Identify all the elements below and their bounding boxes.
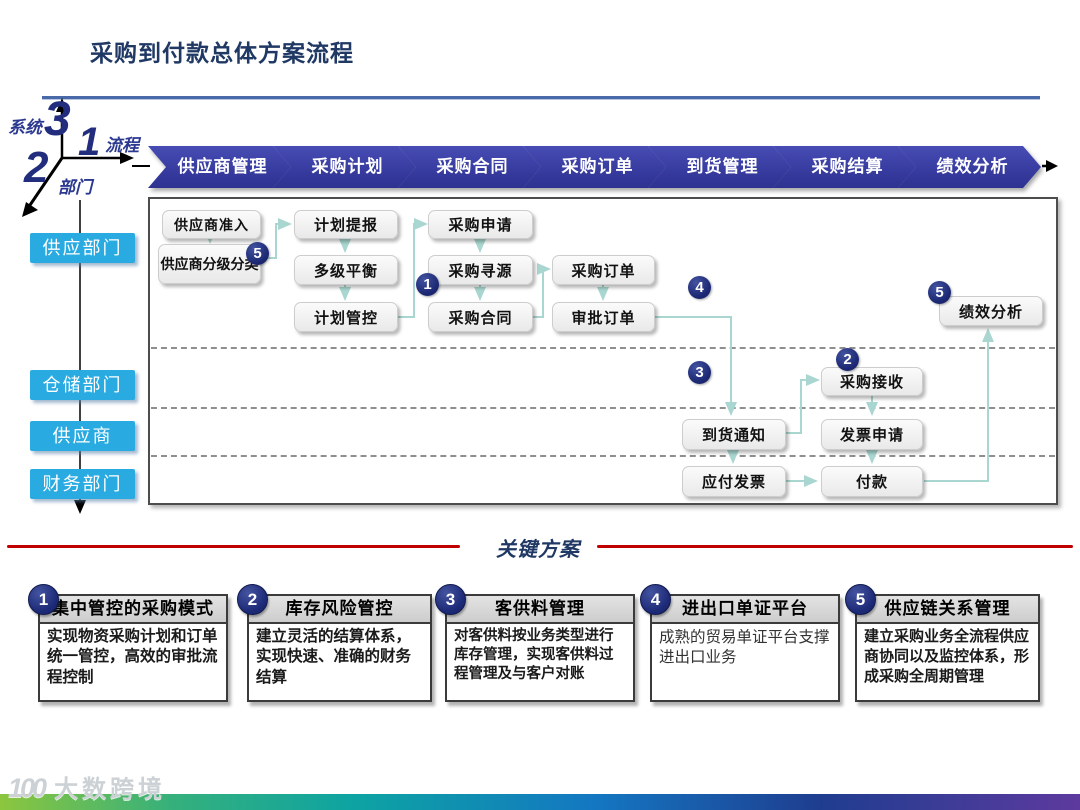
bottom-gradient-bar [0, 794, 1080, 810]
flow-node-purchase-request: 采购申请 [428, 210, 533, 239]
card-title: 供应链关系管理 [857, 596, 1038, 624]
solution-card-3: 3 客供料管理 对客供料按业务类型进行库存管理，实现客供料过程管理及与客户对账 [435, 584, 635, 702]
card-title: 客供料管理 [447, 596, 633, 624]
chevron-performance-analysis: 绩效分析 [898, 146, 1041, 188]
key-solutions-heading: 关键方案 [496, 539, 580, 561]
solution-card-1: 1 集中管控的采购模式 实现物资采购计划和订单统一管控，高效的审批流程控制 [28, 584, 228, 702]
page-title: 采购到付款总体方案流程 [90, 40, 354, 66]
solution-card-5: 5 供应链关系管理 建立采购业务全流程供应商协同以及监控体系，形成采购全周期管理 [845, 584, 1040, 702]
brand-watermark: 100 大数跨境 [8, 769, 166, 804]
flow-node-payment: 付款 [821, 466, 923, 497]
key-heading-line-left [7, 545, 460, 548]
dept-supplier: 供应商 [30, 421, 135, 451]
axis-number-3: 3 [44, 93, 71, 146]
process-canvas [148, 197, 1058, 505]
brand-name: 大数跨境 [54, 776, 167, 803]
flow-node-invoice-request: 发票申请 [821, 419, 923, 450]
card-body: 实现物资采购计划和订单统一管控，高效的审批流程控制 [47, 628, 218, 686]
flow-node-supplier-access: 供应商准入 [162, 210, 261, 239]
solution-card-4: 4 进出口单证平台 成熟的贸易单证平台支撑进出口业务 [640, 584, 840, 702]
dept-supply: 供应部门 [30, 233, 135, 263]
flow-node-purchase-receiving: 采购接收 [821, 367, 923, 396]
chevron-arrival-management: 到货管理 [648, 146, 791, 188]
badge-2-receiving: 2 [836, 348, 859, 371]
key-heading-line-right [597, 545, 1073, 548]
dept-finance: 财务部门 [30, 469, 135, 499]
swimlane-divider [151, 407, 1055, 409]
flow-node-arrival-notice: 到货通知 [682, 419, 786, 450]
badge-3-warehouse: 3 [688, 361, 711, 384]
badge-1-sourcing: 1 [416, 273, 439, 296]
card-title: 集中管控的采购模式 [40, 596, 226, 624]
flow-node-plan-submission: 计划提报 [294, 210, 398, 239]
flow-node-order-approval: 审批订单 [552, 302, 655, 332]
card-body: 建立采购业务全流程供应商协同以及监控体系，形成采购全周期管理 [864, 628, 1030, 685]
brand-logo-icon: 100 [8, 773, 47, 803]
axis-label-system: 系统 [8, 118, 42, 137]
solution-card-2: 2 库存风险管控 建立灵活的结算体系，实现快速、准确的财务结算 [237, 584, 432, 702]
title-underline [42, 96, 1040, 99]
chevron-purchase-plan: 采购计划 [273, 146, 416, 188]
swimlane-divider [151, 455, 1055, 457]
card-number-badge: 5 [845, 584, 876, 615]
card-body: 对客供料按业务类型进行库存管理，实现客供料过程管理及与客户对账 [454, 628, 614, 683]
swimlane-divider [151, 347, 1055, 349]
card-title: 库存风险管控 [249, 596, 430, 624]
badge-5-performance: 5 [928, 281, 951, 304]
flow-node-purchase-contract: 采购合同 [428, 302, 533, 332]
chevron-purchase-settlement: 采购结算 [773, 146, 916, 188]
flow-node-plan-control: 计划管控 [294, 302, 398, 332]
chevron-purchase-order: 采购订单 [523, 146, 666, 188]
axis-label-dept: 部门 [58, 178, 92, 197]
axis-number-1: 1 [78, 120, 101, 164]
chevron-purchase-contract: 采购合同 [398, 146, 541, 188]
card-number-badge: 2 [237, 584, 268, 615]
card-body: 成熟的贸易单证平台支撑进出口业务 [659, 628, 830, 667]
badge-4-order: 4 [688, 276, 711, 299]
chevron-supplier-management: 供应商管理 [148, 146, 291, 188]
badge-5-supplier: 5 [246, 242, 269, 265]
card-number-badge: 3 [435, 584, 466, 615]
axis-label-process: 流程 [105, 136, 139, 155]
process-chevron-bar: 供应商管理 采购计划 采购合同 采购订单 到货管理 采购结算 绩效分析 [148, 146, 1041, 188]
axis-number-2: 2 [24, 143, 49, 192]
flow-node-multilevel-balance: 多级平衡 [294, 255, 398, 285]
card-title: 进出口单证平台 [652, 596, 838, 624]
flow-node-purchase-order: 采购订单 [552, 255, 655, 285]
card-body: 建立灵活的结算体系，实现快速、准确的财务结算 [256, 628, 412, 686]
flow-node-payable-invoice: 应付发票 [682, 466, 786, 497]
dept-warehouse: 仓储部门 [30, 370, 135, 400]
flow-node-performance-analysis: 绩效分析 [939, 296, 1043, 326]
card-number-badge: 1 [28, 584, 59, 615]
flow-node-purchase-sourcing: 采购寻源 [428, 255, 533, 285]
card-number-badge: 4 [640, 584, 671, 615]
